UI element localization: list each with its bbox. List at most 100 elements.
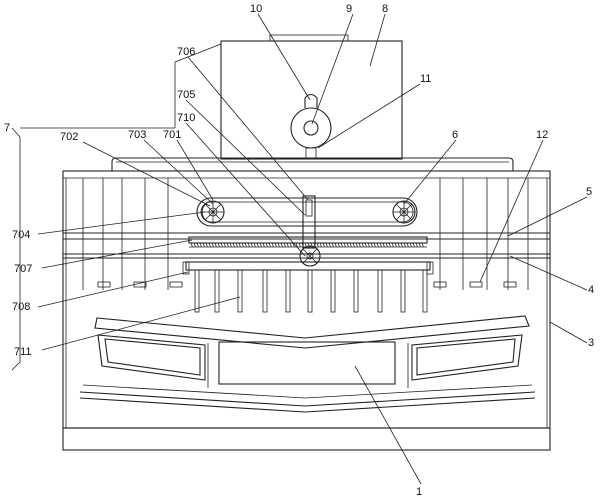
label-706: 706: [177, 46, 195, 58]
gear: [299, 245, 321, 267]
rack-tooth: [250, 242, 253, 248]
housing-cap: [269, 34, 349, 42]
rack-tooth: [409, 242, 412, 248]
rack-tooth: [331, 242, 334, 248]
rack-tooth: [301, 242, 304, 248]
right-bin: [411, 334, 523, 381]
rack-tooth: [277, 242, 280, 248]
rack-tooth: [340, 242, 343, 248]
comb-tooth: [377, 269, 383, 313]
pads: [97, 281, 517, 288]
comb-tooth: [237, 269, 243, 313]
motor-hub: [303, 120, 319, 136]
left-sprocket: [201, 200, 225, 224]
rack-tooth: [274, 242, 277, 248]
label-9: 9: [346, 3, 352, 15]
rack-tooth: [235, 242, 238, 248]
rack-tooth: [238, 242, 241, 248]
comb-tooth: [353, 269, 359, 313]
rack-tooth: [268, 242, 271, 248]
rack-tooth: [214, 242, 217, 248]
rack-teeth: [189, 242, 427, 248]
rack-tooth: [397, 242, 400, 248]
comb-tooth: [422, 269, 428, 313]
label-711: 711: [14, 346, 32, 358]
rack-tooth: [190, 242, 193, 248]
rack-tooth: [358, 242, 361, 248]
rack-tooth: [379, 242, 382, 248]
comb-tooth: [285, 269, 291, 313]
rack-tooth: [196, 242, 199, 248]
rack-tooth: [292, 242, 295, 248]
upper-rail: [111, 157, 514, 171]
base-plate: [62, 427, 551, 451]
rack-tooth: [229, 242, 232, 248]
label-708: 708: [12, 301, 30, 313]
chain-belt-inner: [200, 201, 414, 223]
rack-tooth: [349, 242, 352, 248]
rack-tooth: [412, 242, 415, 248]
right-sprocket: [392, 200, 416, 224]
rack-tooth: [325, 242, 328, 248]
label-12: 12: [536, 129, 548, 141]
label-4: 4: [588, 284, 594, 296]
rack-tooth: [313, 242, 316, 248]
bracket-7-tip: [174, 43, 222, 63]
rack-tooth: [382, 242, 385, 248]
rack-tooth: [388, 242, 391, 248]
lower-curve-top: [79, 391, 536, 407]
label-704: 704: [12, 229, 30, 241]
label-703: 703: [128, 129, 146, 141]
bracket-7: [11, 127, 21, 371]
rack-bar: [188, 236, 428, 244]
rack-tooth: [241, 242, 244, 248]
rack-tooth: [295, 242, 298, 248]
rack-tooth: [355, 242, 358, 248]
rack-tooth: [253, 242, 256, 248]
main-frame: [62, 170, 551, 429]
rack-tooth: [217, 242, 220, 248]
pad: [469, 281, 483, 288]
label-3: 3: [588, 337, 594, 349]
rack-tooth: [334, 242, 337, 248]
rack-tooth: [406, 242, 409, 248]
gear-hub: [306, 252, 314, 260]
label-701: 701: [163, 129, 181, 141]
rack-tooth: [247, 242, 250, 248]
comb-tooth: [330, 269, 336, 313]
vertical-slider: [302, 195, 316, 249]
rack-tooth: [286, 242, 289, 248]
rack-tooth: [271, 242, 274, 248]
rack-tooth: [343, 242, 346, 248]
rack-tooth: [394, 242, 397, 248]
center-bin: [218, 341, 396, 385]
comb-tooth: [400, 269, 406, 313]
label-7: 7: [4, 122, 10, 134]
rack-tooth: [283, 242, 286, 248]
rack-tooth: [376, 242, 379, 248]
rack-tooth: [337, 242, 340, 248]
rack-tooth: [193, 242, 196, 248]
rack-tooth: [385, 242, 388, 248]
rack-tooth: [373, 242, 376, 248]
upper-trough-plate: [94, 315, 530, 349]
rack-tooth: [322, 242, 325, 248]
rack-tooth: [205, 242, 208, 248]
rack-tooth: [289, 242, 292, 248]
rack-tooth: [319, 242, 322, 248]
leader-lines: [37, 13, 588, 485]
rack-tooth: [211, 242, 214, 248]
rack-tooth: [367, 242, 370, 248]
rack-tooth: [226, 242, 229, 248]
pad: [97, 281, 111, 288]
motor-mount: [305, 147, 317, 159]
rack-tooth: [418, 242, 421, 248]
guide-rods-left: [82, 178, 169, 290]
rack-tooth: [244, 242, 247, 248]
hook: [304, 93, 318, 108]
rack-tooth: [328, 242, 331, 248]
rack-tooth: [364, 242, 367, 248]
label-5: 5: [586, 186, 592, 198]
